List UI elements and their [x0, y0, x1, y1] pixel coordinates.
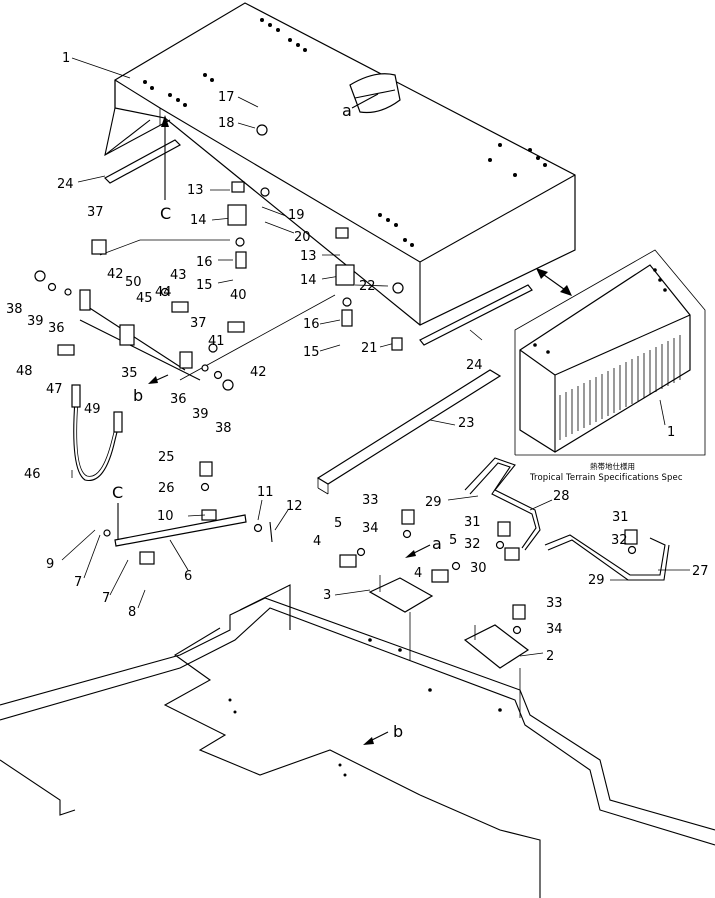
louvre-slots	[559, 335, 681, 440]
callout-27: 27	[692, 564, 709, 579]
callout-29-a: 29	[425, 495, 442, 510]
double-arrow	[536, 268, 572, 296]
callout-29-b: 29	[588, 573, 605, 588]
callout-40: 40	[230, 288, 247, 303]
callout-34-b: 34	[546, 622, 563, 637]
reference-letters: a a b b C C	[112, 93, 442, 745]
callout-38-a: 38	[6, 302, 23, 317]
callout-4-a: 4	[313, 534, 321, 549]
hood-cover	[104, 2, 576, 326]
callout-23: 23	[458, 416, 475, 431]
callout-1: 1	[62, 51, 70, 66]
callout-31-b: 31	[612, 510, 629, 525]
callout-5-a: 5	[334, 516, 342, 531]
callout-14-a: 14	[190, 213, 207, 228]
callout-22: 22	[359, 279, 376, 294]
side-rail-left	[104, 139, 181, 184]
hardware-parts	[34, 124, 638, 635]
callout-2: 2	[546, 649, 554, 664]
ref-letter-a-mid: a	[432, 534, 442, 553]
callout-13-a: 13	[187, 183, 204, 198]
callout-15-b: 15	[303, 345, 320, 360]
callout-9: 9	[46, 557, 54, 572]
callout-45: 45	[136, 291, 153, 306]
bracket-2	[463, 624, 530, 669]
callout-35: 35	[121, 366, 138, 381]
callout-25: 25	[158, 450, 175, 465]
leader-lines	[61, 57, 690, 657]
stay-28	[464, 457, 541, 551]
callout-19: 19	[288, 208, 305, 223]
callout-38-b: 38	[215, 421, 232, 436]
bracket-3	[368, 575, 434, 613]
callout-47: 47	[46, 382, 63, 397]
callout-21: 21	[361, 341, 378, 356]
callout-48: 48	[16, 364, 33, 379]
callout-33-b: 33	[546, 596, 563, 611]
inset-caption-japanese: 熱帯地仕様用	[590, 461, 635, 471]
callout-32-a: 32	[464, 537, 481, 552]
callout-20: 20	[294, 230, 311, 245]
cable-46	[71, 384, 123, 482]
callout-42-a: 42	[107, 267, 124, 282]
side-rail-right	[419, 284, 533, 346]
ref-letter-b-bottom: b	[393, 722, 403, 741]
callout-36-b: 36	[170, 392, 187, 407]
callout-4-b: 4	[414, 566, 422, 581]
callout-labels: 1 1 2 3 4 4 5 5 6 7 7 8 9 10 11 12 13 13…	[6, 51, 709, 664]
callout-42-b: 42	[250, 365, 267, 380]
callout-39-b: 39	[192, 407, 209, 422]
callout-3: 3	[323, 588, 331, 603]
callout-12: 12	[286, 499, 303, 514]
inset-panel: 熱帯地仕様用 Tropical Terrain Specifications S…	[514, 249, 706, 483]
ref-letter-c-top: C	[160, 204, 171, 223]
machine-body	[0, 584, 715, 898]
callout-43: 43	[170, 268, 187, 283]
hood-holes	[143, 18, 547, 247]
callout-11: 11	[257, 485, 274, 500]
callout-14-b: 14	[300, 273, 317, 288]
callout-49: 49	[84, 402, 101, 417]
callout-37-a: 37	[87, 205, 104, 220]
callout-10: 10	[157, 509, 174, 524]
callout-44: 44	[155, 285, 172, 300]
callout-36-a: 36	[48, 321, 65, 336]
callout-26: 26	[158, 481, 175, 496]
callout-15-a: 15	[196, 278, 213, 293]
callout-28: 28	[553, 489, 570, 504]
callout-16-a: 16	[196, 255, 213, 270]
ref-letter-c-left: C	[112, 483, 123, 502]
callout-34-a: 34	[362, 521, 379, 536]
callout-31-a: 31	[464, 515, 481, 530]
callout-41: 41	[208, 334, 225, 349]
rod-6	[114, 509, 247, 547]
callout-7-b: 7	[102, 591, 110, 606]
callout-37-b: 37	[190, 316, 207, 331]
callout-17: 17	[218, 90, 235, 105]
callout-33-a: 33	[362, 493, 379, 508]
callout-18: 18	[218, 116, 235, 131]
callout-24-b: 24	[466, 358, 483, 373]
callout-1-inset: 1	[667, 425, 675, 440]
callout-6: 6	[184, 569, 192, 584]
callout-39-a: 39	[27, 314, 44, 329]
ref-letter-b-left: b	[133, 386, 143, 405]
stay-27	[544, 534, 670, 581]
ref-letter-a-top: a	[342, 101, 352, 120]
bar-23	[316, 369, 502, 495]
callout-13-b: 13	[300, 249, 317, 264]
callout-16-b: 16	[303, 317, 320, 332]
callout-7-a: 7	[74, 575, 82, 590]
inset-caption-english: Tropical Terrain Specifications Spec	[529, 473, 683, 483]
callout-30: 30	[470, 561, 487, 576]
callout-24-a: 24	[57, 177, 74, 192]
callout-5-b: 5	[449, 533, 457, 548]
callout-46: 46	[24, 467, 41, 482]
callout-32-b: 32	[611, 533, 628, 548]
callout-50: 50	[125, 275, 142, 290]
callout-8: 8	[128, 605, 136, 620]
